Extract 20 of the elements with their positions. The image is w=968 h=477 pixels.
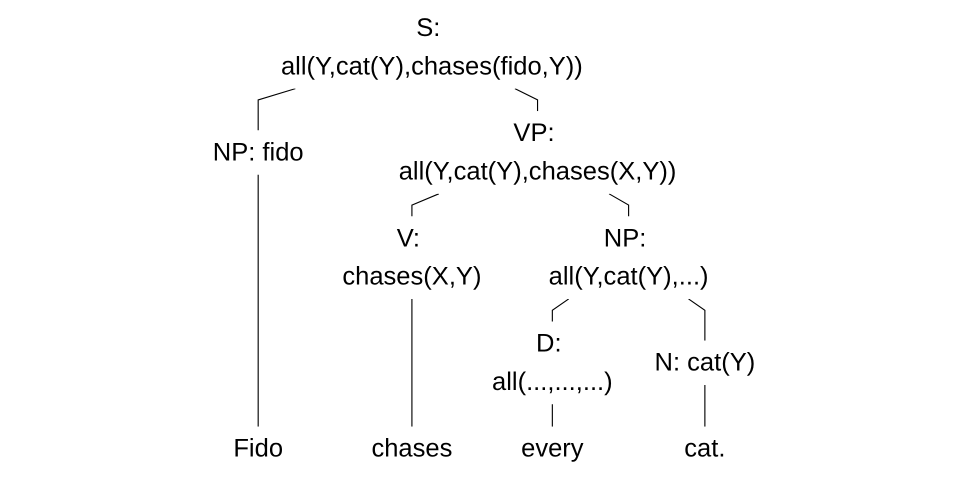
connector	[411, 298, 412, 427]
connector	[514, 88, 538, 112]
node-text: cat.	[684, 434, 726, 463]
node-text: N: cat(Y)	[654, 348, 756, 377]
node-text: Fido	[233, 434, 284, 463]
node-text: VP: all(Y,cat(Y),chases(X,Y))	[398, 118, 676, 186]
node-text: NP: fido	[212, 138, 304, 166]
connector	[608, 193, 630, 216]
connector	[411, 193, 440, 216]
node-text: chases	[371, 434, 452, 463]
connector	[688, 298, 706, 341]
connector	[258, 174, 259, 427]
node-text: S: all(Y,cat(Y),chases(fido,Y))	[280, 14, 583, 80]
connector	[552, 298, 569, 322]
connector	[552, 404, 553, 427]
node-text: every	[521, 434, 584, 463]
connector	[704, 384, 706, 427]
node-text: D: all(...,...,...)	[492, 329, 613, 396]
node-text: NP: all(Y,cat(Y),...)	[548, 224, 709, 291]
node-text: V: chases(X,Y)	[342, 224, 482, 291]
